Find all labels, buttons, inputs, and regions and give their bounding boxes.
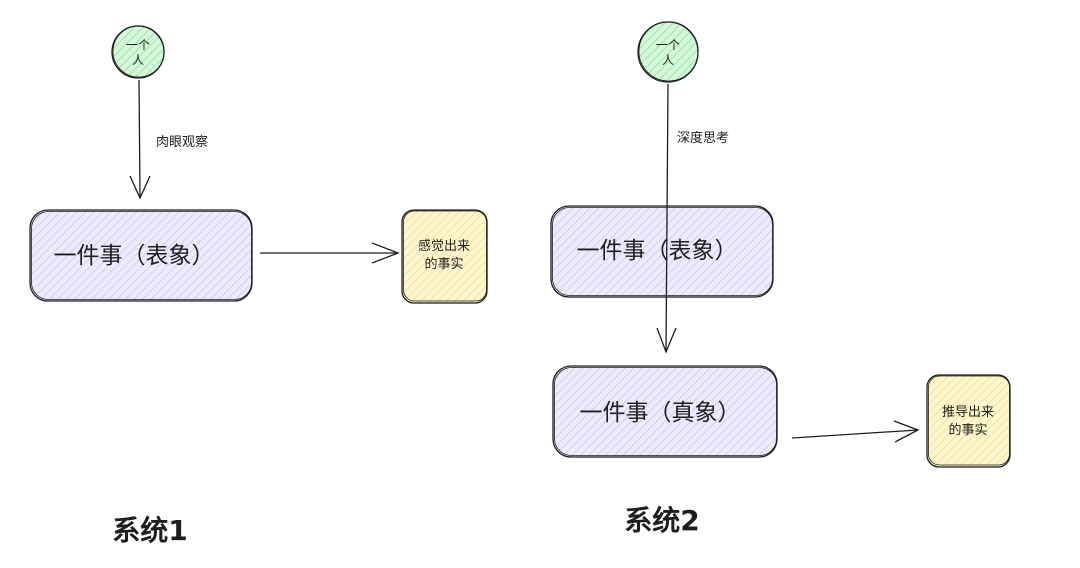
system2-true-event-box[interactable]: 一件事（真象） xyxy=(552,365,778,458)
system1-arrow-label: 肉眼观察 xyxy=(156,135,208,150)
system2-person-label-line1: 一个 xyxy=(656,38,680,52)
system1-person-label-line1: 一个 xyxy=(126,38,150,52)
system2-surface-event-label: 一件事（表象） xyxy=(577,238,738,264)
system2-deep-think-arrow[interactable] xyxy=(656,83,677,354)
system1-surface-event-label: 一件事（表象） xyxy=(54,243,215,269)
system1-person-label-line2: 人 xyxy=(132,53,144,67)
system2-person-node[interactable]: 一个 人 xyxy=(637,21,699,83)
system2-arrow-label: 深度思考 xyxy=(677,130,729,146)
system1-fact-label-line2: 的事实 xyxy=(424,256,463,272)
system2-title: 系统2 xyxy=(624,504,699,537)
system2-true-event-label: 一件事（真象） xyxy=(580,400,741,426)
system1-person-node[interactable]: 一个 人 xyxy=(111,25,165,79)
system2-fact-box[interactable]: 推导出来 的事实 xyxy=(926,374,1011,468)
system1-observe-arrow[interactable] xyxy=(129,79,151,200)
system1-surface-event-box[interactable]: 一件事（表象） xyxy=(29,209,253,302)
system2-fact-label-line2: 的事实 xyxy=(948,422,987,438)
system2-person-label-line2: 人 xyxy=(662,53,674,67)
system1-result-arrow[interactable] xyxy=(260,242,400,264)
system1-fact-label-line1: 感觉出来 xyxy=(418,238,470,254)
system1-title: 系统1 xyxy=(112,514,187,547)
system2-surface-event-box[interactable]: 一件事（表象） xyxy=(550,205,774,298)
system1-fact-box[interactable]: 感觉出来 的事实 xyxy=(401,209,488,304)
system2-result-arrow[interactable] xyxy=(791,420,920,443)
system2-fact-label-line1: 推导出来 xyxy=(942,405,994,420)
